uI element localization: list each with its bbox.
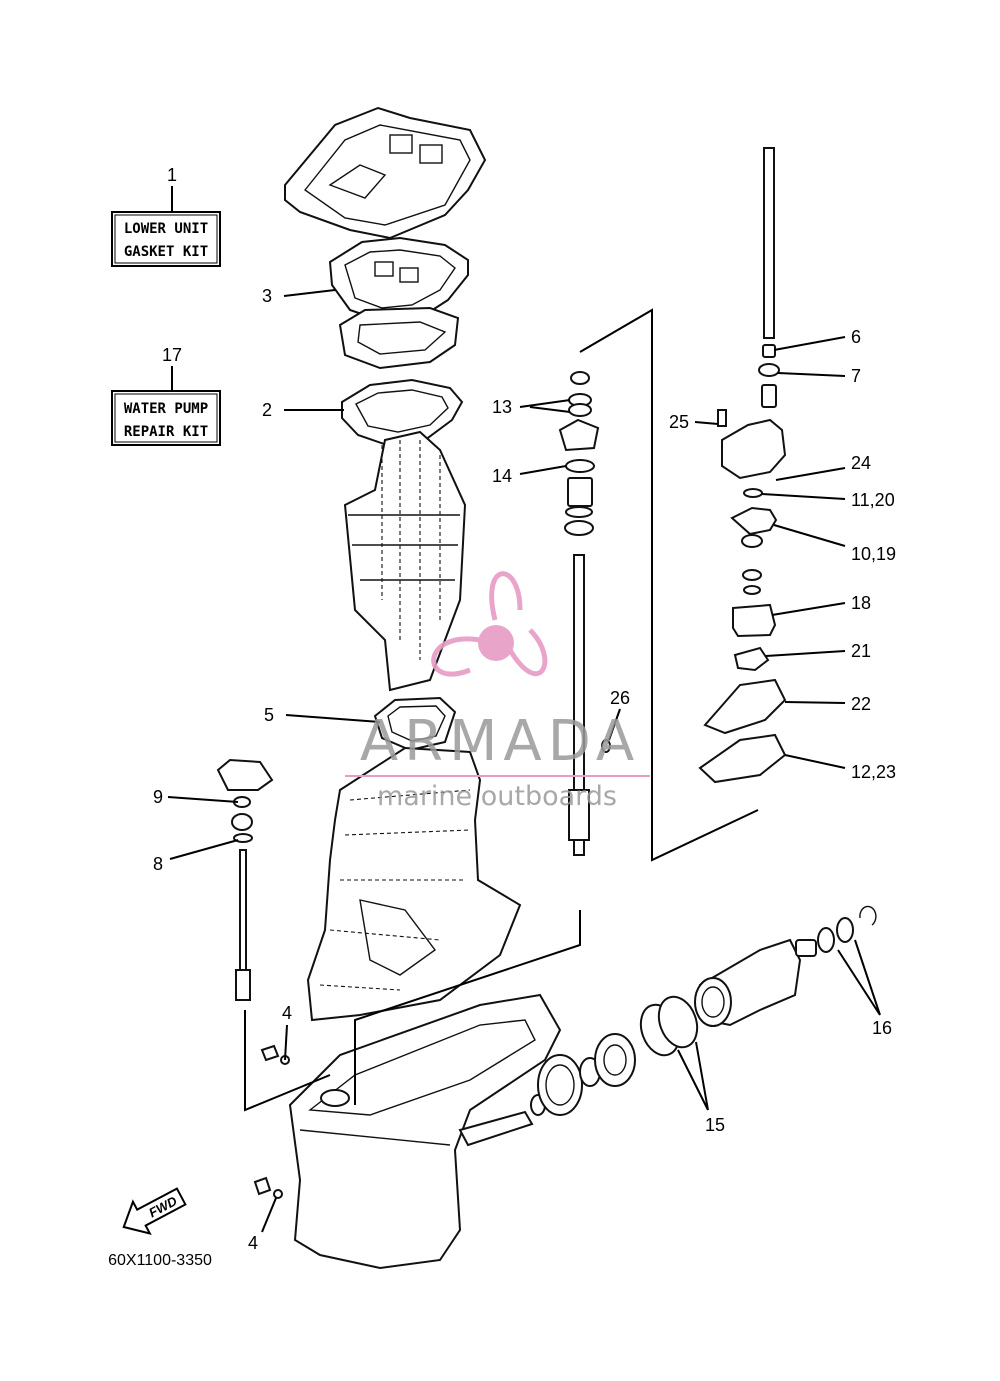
callout-13: 13 <box>492 397 512 417</box>
exhaust-guide <box>343 430 467 692</box>
kit-box-lower-unit-gasket <box>111 211 221 267</box>
callout-18: 18 <box>851 593 871 613</box>
callout-16: 16 <box>872 1018 892 1038</box>
upper-mount-bracket <box>284 106 487 240</box>
fwd-arrow-icon: FWD <box>122 1187 187 1236</box>
drive-shaft-assembly <box>558 371 611 856</box>
watermark-subtitle: marine outboards <box>377 781 617 812</box>
callout-10-19: 10,19 <box>851 544 896 564</box>
kit-line2-repair-kit: REPAIR KIT <box>124 424 208 440</box>
callout-15: 15 <box>705 1115 725 1135</box>
callout-9: 9 <box>153 787 163 807</box>
callout-5: 5 <box>264 705 274 725</box>
drive-shaft-housing <box>306 746 522 1022</box>
bolts-4 <box>253 1044 290 1199</box>
callout-12-23: 12,23 <box>851 762 896 782</box>
diagram-code: 60X1100-3350 <box>108 1252 212 1269</box>
kit-line1-water-pump: WATER PUMP <box>124 401 208 417</box>
armada-propeller-logo <box>431 571 548 677</box>
connection-lines <box>244 308 759 1112</box>
propeller-shaft <box>458 1110 534 1147</box>
gasket-3 <box>328 236 469 324</box>
spacer-plate <box>338 306 460 370</box>
callout-11-20: 11,20 <box>851 490 895 510</box>
callout-4-upper: 4 <box>282 1003 292 1023</box>
watermark-title: ARMADA <box>360 709 640 774</box>
kit-number-17: 17 <box>162 345 182 365</box>
gasket-2 <box>341 378 464 448</box>
shift-rod-assembly <box>216 758 274 1001</box>
gears-and-bearings <box>530 1033 636 1116</box>
gasket-5 <box>373 696 457 752</box>
callout-21: 21 <box>851 641 871 661</box>
kit-number-1: 1 <box>167 165 177 185</box>
callout-22: 22 <box>851 694 871 714</box>
o-rings-15 <box>639 995 699 1057</box>
kit-line2-gasket-kit: GASKET KIT <box>124 244 208 260</box>
water-pump-parts <box>698 147 787 784</box>
callout-14: 14 <box>492 466 512 486</box>
kit-box-water-pump-repair <box>111 390 221 446</box>
callout-3: 3 <box>262 286 272 306</box>
lower-case <box>288 993 562 1270</box>
callout-4-lower: 4 <box>248 1233 258 1253</box>
callout-8: 8 <box>153 854 163 874</box>
callout-24: 24 <box>851 453 871 473</box>
seals-16 <box>795 905 877 957</box>
callout-2: 2 <box>262 400 272 420</box>
kit-line1-lower-unit: LOWER UNIT <box>124 221 208 237</box>
callout-25: 25 <box>669 412 689 432</box>
callout-7: 7 <box>851 366 861 386</box>
leader-lines <box>167 186 881 1233</box>
callout-6: 6 <box>851 327 861 347</box>
callout-26: 26 <box>610 688 630 708</box>
propeller-shaft-housing <box>694 938 802 1027</box>
